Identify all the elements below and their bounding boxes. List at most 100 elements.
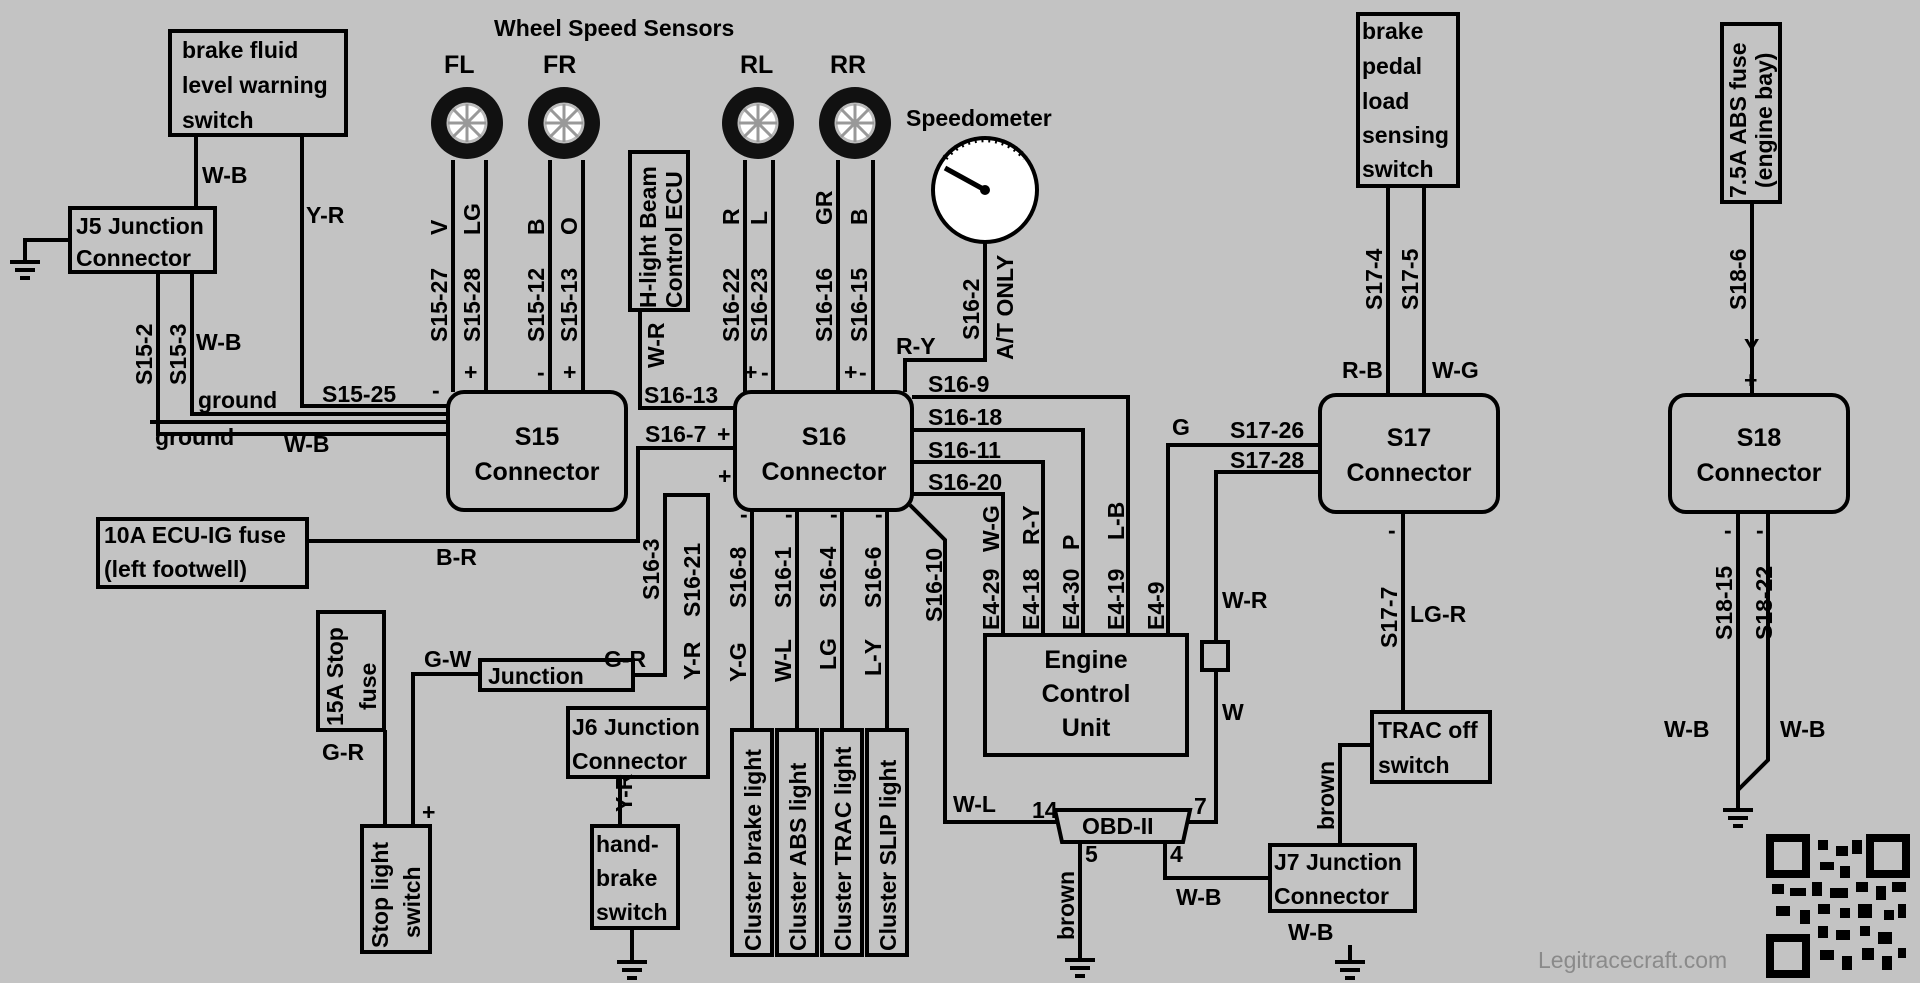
- wire-color-label: Y-R: [611, 773, 637, 812]
- polarity-label: -: [432, 377, 440, 403]
- wire-color-label: B-R: [436, 544, 477, 570]
- stop-switch-line2: switch: [399, 866, 425, 938]
- j6-junction-connector: [566, 706, 710, 779]
- engine-control-unit: [983, 633, 1189, 757]
- wire-color-label: G-W: [424, 646, 472, 672]
- wheel-label-rl: RL: [740, 51, 773, 79]
- cluster-slip-light: [865, 728, 909, 957]
- s18-line1: S18: [1737, 424, 1782, 452]
- wire-color-label: G-R: [322, 739, 365, 765]
- pin-label: S17-28: [1230, 447, 1304, 473]
- polarity-label: -: [830, 501, 838, 527]
- brake-pedal-load-switch: [1356, 12, 1460, 188]
- wire-color-label: W-B: [1288, 919, 1334, 945]
- wire-color-label: W-L: [770, 639, 796, 682]
- ecu-line2: Control: [1042, 680, 1131, 708]
- speedometer-note: A/T ONLY: [992, 255, 1018, 360]
- wire-color-label: Y-R: [306, 202, 345, 228]
- pin-label: E4-30: [1058, 569, 1084, 630]
- hlight-line1: H-light Beam: [635, 166, 661, 308]
- wire-color-label: W-R: [643, 322, 669, 368]
- wire-color-label: LG: [459, 203, 485, 235]
- pin-number: 5: [1085, 841, 1098, 867]
- wire-color-label: brown: [1313, 761, 1339, 830]
- wire-color-label: L: [746, 211, 772, 225]
- stop-fuse: [316, 610, 386, 732]
- pin-label: E4-19: [1103, 569, 1129, 630]
- stop-fuse-line1: 15A Stop: [322, 627, 348, 726]
- trac-off-switch: [1370, 710, 1492, 784]
- pin-label: E4-18: [1018, 568, 1044, 630]
- brake-pedal-line5: switch: [1362, 156, 1434, 182]
- j7-line2: Connector: [1274, 883, 1389, 909]
- ground-symbols: [10, 260, 1753, 980]
- wire-color-label: W-G: [1432, 357, 1479, 383]
- ground-icon: [10, 260, 40, 280]
- polarity-label: +: [563, 359, 576, 385]
- brake-pedal-line1: brake: [1362, 18, 1423, 44]
- pin-label: S17-7: [1376, 587, 1402, 648]
- qr-code-icon: [1766, 834, 1910, 978]
- components: brake fluid level warning switch J5 Junc…: [68, 12, 1850, 957]
- wire-color-label: R-Y: [1018, 505, 1044, 545]
- s16-line1: S16: [802, 423, 846, 451]
- wire-color-label: B: [846, 208, 872, 225]
- ecu-line3: Unit: [1062, 714, 1111, 742]
- stop-switch-line1: Stop light: [367, 842, 393, 948]
- s18-connector: [1668, 393, 1850, 514]
- pin-label: S18-15: [1711, 566, 1737, 640]
- polarity-label: -: [875, 501, 883, 527]
- j5-line2: Connector: [76, 245, 191, 271]
- polarity-label: -: [859, 359, 867, 385]
- pin-label: S16-7: [645, 421, 706, 447]
- wire-color-label: Y-G: [725, 642, 751, 682]
- cluster-abs-light-label: Cluster ABS light: [785, 762, 811, 951]
- ground-icon: [1065, 958, 1095, 978]
- wire-color-label: W-B: [202, 162, 248, 188]
- pin-label: S16-11: [928, 437, 1001, 463]
- polarity-label: -: [1724, 517, 1732, 543]
- pin-label: S15-3: [165, 324, 191, 385]
- pin-label: S15-25: [322, 381, 396, 407]
- cluster-trac-light: [820, 728, 864, 957]
- j7-junction-connector: [1268, 843, 1417, 913]
- wire-color-label: G-R: [604, 646, 647, 672]
- wire-color-label: L-B: [1103, 502, 1129, 540]
- wheel-label-fr: FR: [543, 51, 576, 79]
- wire-color-label: W-B: [284, 431, 330, 457]
- ground-icon: [1723, 808, 1753, 828]
- pin-number: 4: [1170, 841, 1183, 867]
- pin-label: S18-22: [1751, 566, 1777, 640]
- s16-line2: Connector: [762, 458, 887, 486]
- wire-color-label: W: [1222, 699, 1244, 725]
- obd-label: OBD-II: [1082, 813, 1154, 839]
- brake-pedal-line2: pedal: [1362, 53, 1422, 79]
- ground-label: ground: [155, 424, 234, 450]
- junction-label: Junction: [488, 663, 584, 689]
- pin-label: S16-20: [928, 469, 1002, 495]
- s17-line1: S17: [1387, 424, 1431, 452]
- pin-label: S16-10: [921, 548, 947, 622]
- pin-label: S16-9: [928, 371, 989, 397]
- wire-color-label: W-B: [1780, 716, 1826, 742]
- wire-color-label: R: [718, 208, 744, 225]
- pin-label: S16-23: [746, 268, 772, 342]
- s15-connector: [446, 390, 628, 512]
- wire-color-label: LG-R: [1410, 601, 1467, 627]
- polarity-label: -: [785, 501, 793, 527]
- ecu-line1: Engine: [1044, 646, 1127, 674]
- wire-color-label: Y-R: [679, 641, 705, 680]
- wire-color-label: W-B: [1664, 716, 1710, 742]
- brake-fluid-line1: brake fluid: [182, 37, 298, 63]
- s18-line2: Connector: [1697, 459, 1822, 487]
- wheel-fl: FL: [431, 51, 503, 159]
- polarity-label: +: [717, 421, 730, 447]
- handbrake-line3: switch: [596, 899, 668, 925]
- pin-label: E4-9: [1143, 581, 1169, 630]
- junction: [478, 658, 635, 692]
- abs-fuse-line2: (engine bay): [1751, 53, 1777, 188]
- polarity-label: +: [464, 359, 477, 385]
- brake-fluid-line2: level warning: [182, 72, 328, 98]
- s17-connector: [1318, 393, 1500, 514]
- j5-line1: J5 Junction: [76, 213, 204, 239]
